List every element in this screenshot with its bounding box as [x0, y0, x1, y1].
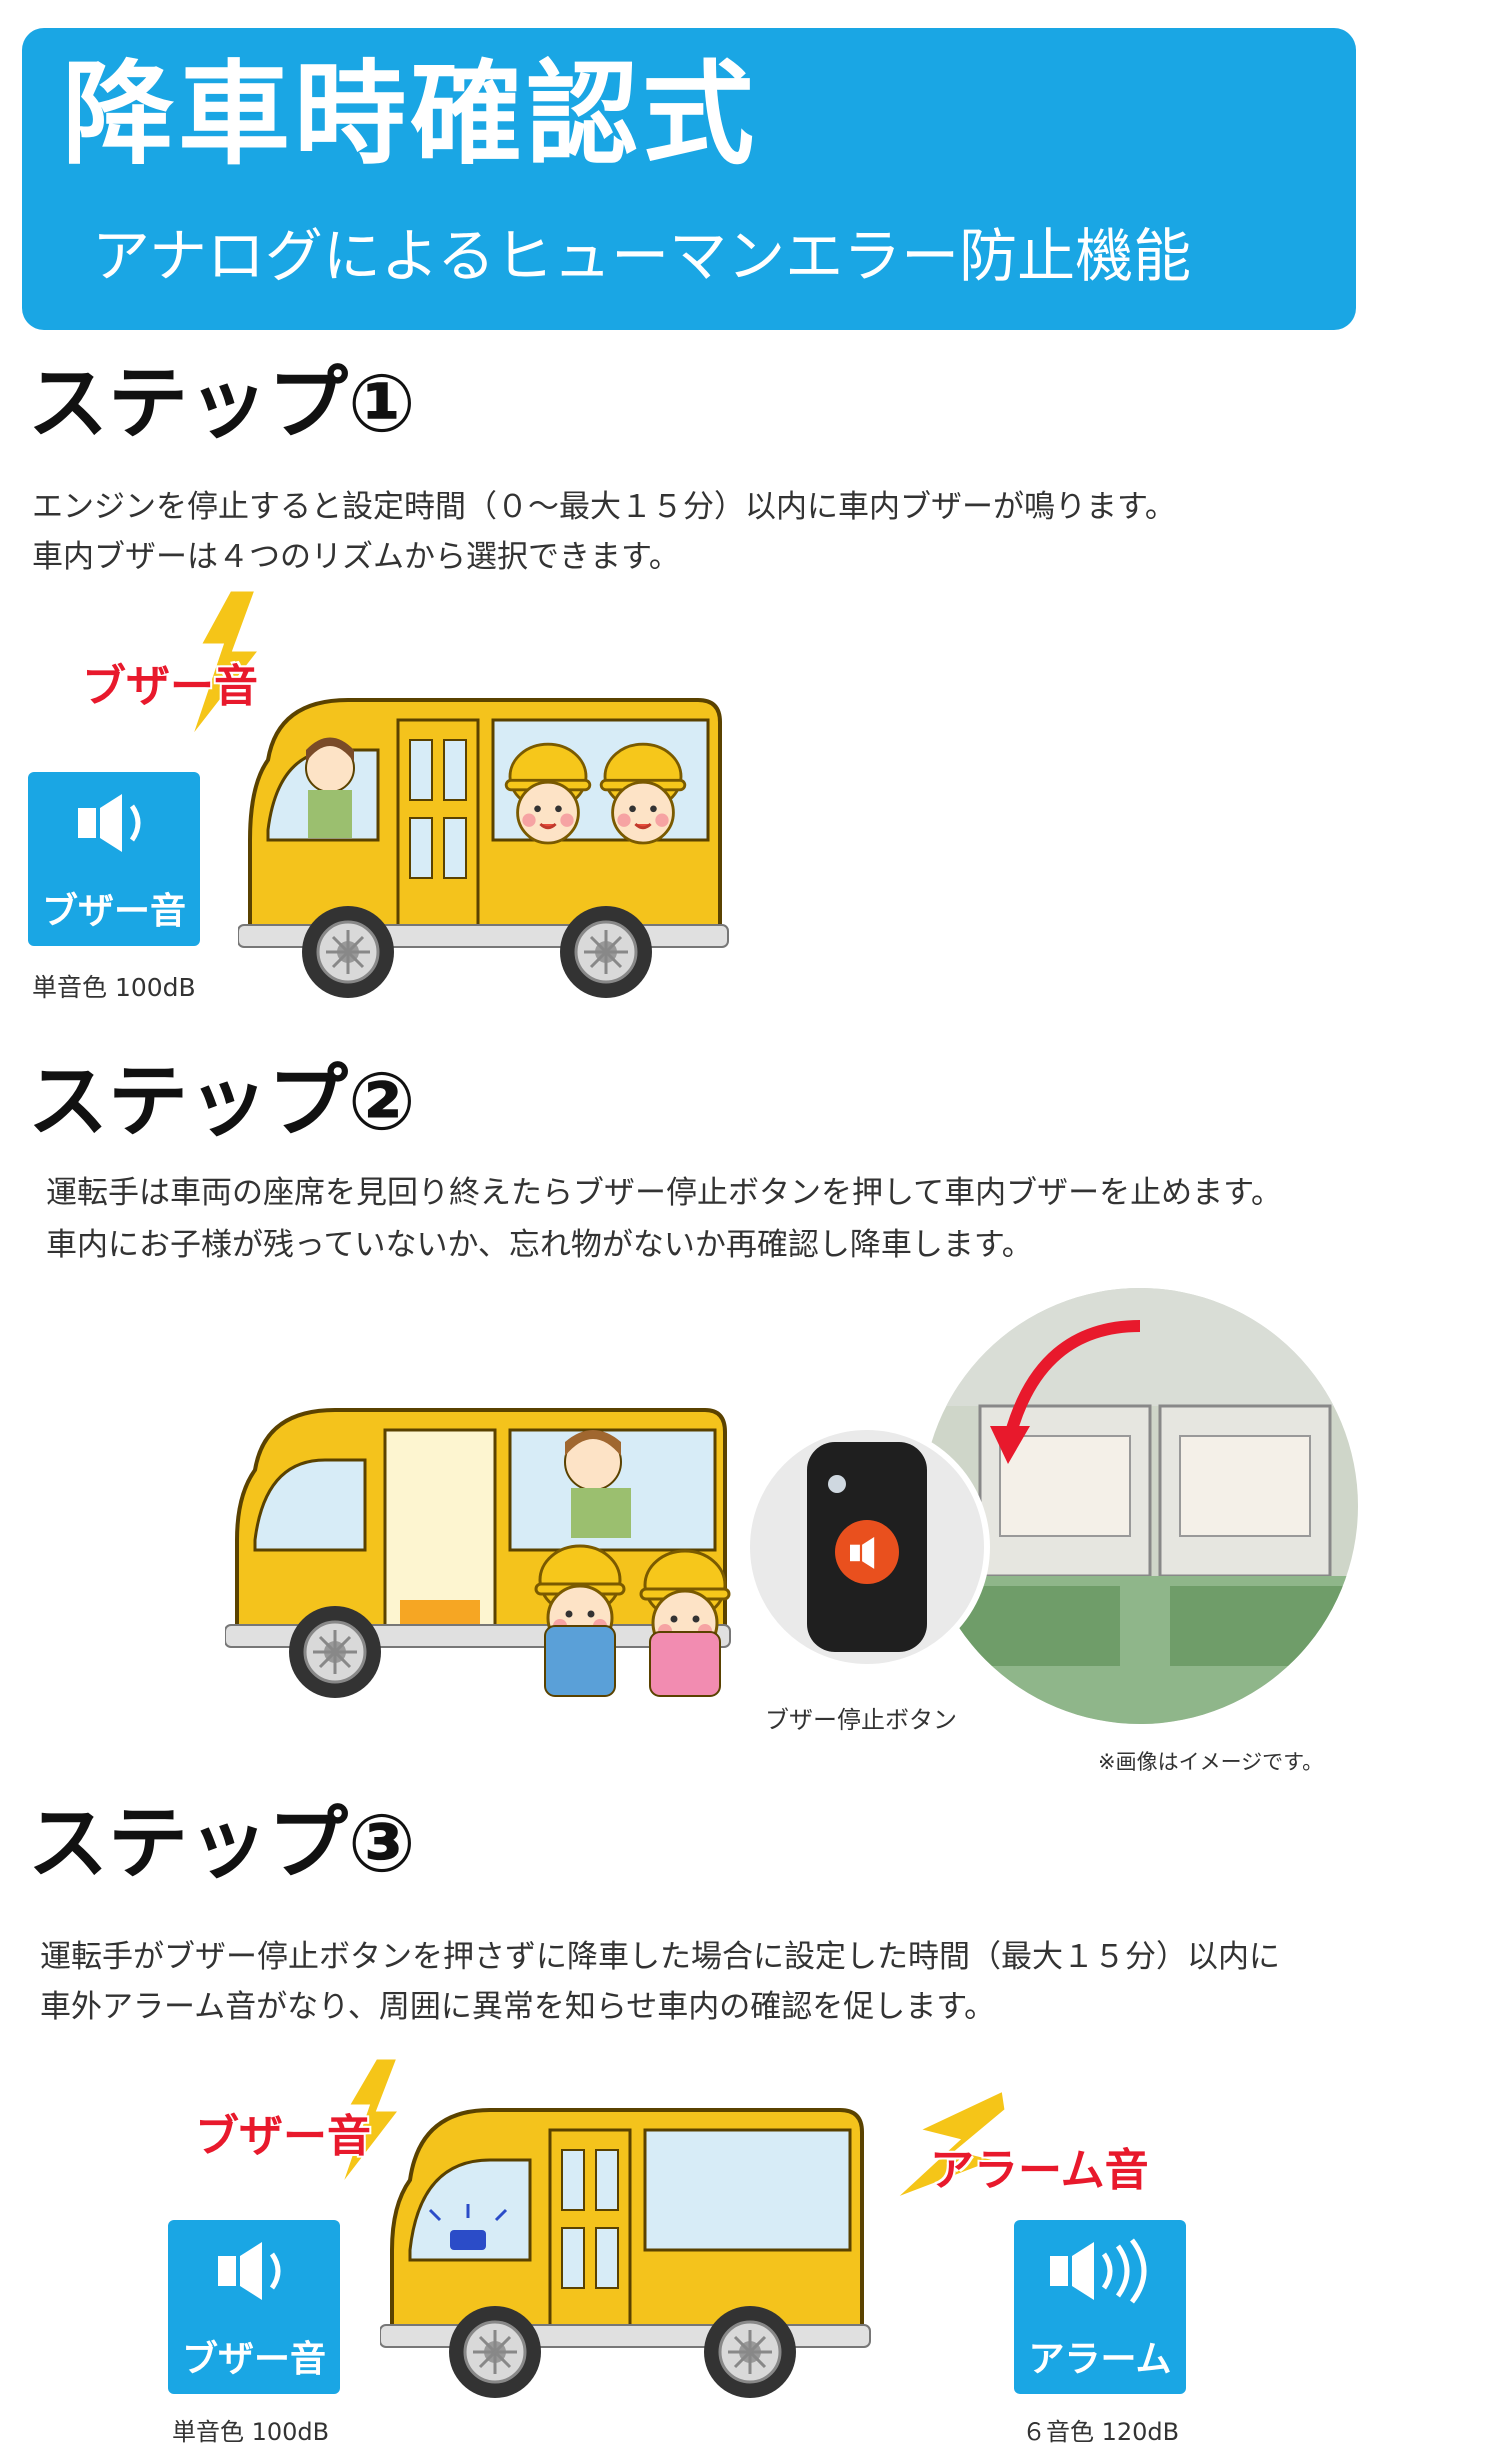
- lightning-icon: [338, 2058, 404, 2188]
- step3-buzzer-badge-label: ブザー音: [181, 2339, 326, 2380]
- step3-line-1: 運転手がブザー停止ボタンを押さずに降車した場合に設定した時間（最大１５分）以内に: [40, 1939, 1280, 1975]
- page-subtitle: アナログによるヒューマンエラー防止機能: [92, 222, 1192, 290]
- step3-alarm-badge: アラーム: [1014, 2220, 1186, 2394]
- buzzer-stop-button-caption: ブザー停止ボタン: [765, 1706, 957, 1734]
- bus-interior-photo: [922, 1288, 1358, 1724]
- step2-line-1: 運転手は車両の座席を見回り終えたらブザー停止ボタンを押して車内ブザーを止めます。: [46, 1175, 1282, 1211]
- step1-buzzer-badge: ブザー音: [28, 772, 200, 946]
- step1-heading: ステップ①: [28, 357, 416, 450]
- page-title: 降車時確認式: [62, 50, 758, 180]
- step3-alarm-sound-label: アラーム音: [930, 2145, 1149, 2196]
- step2-line-2: 車内にお子様が残っていないか、忘れ物がないか再確認し降車します。: [46, 1227, 1033, 1263]
- step3-buzzer-badge-caption: 単音色 100dB: [172, 2418, 330, 2446]
- step3-buzzer-sound-label: ブザー音: [195, 2111, 371, 2162]
- step2-heading: ステップ②: [28, 1055, 416, 1148]
- step3-line-2: 車外アラーム音がなり、周囲に異常を知らせ車内の確認を促します。: [40, 1989, 996, 2025]
- step3-bus-illustration: [380, 2108, 871, 2400]
- step3-alarm-badge-label: アラーム: [1028, 2339, 1172, 2380]
- step1-badge-caption: 単音色 100dB: [32, 973, 196, 1002]
- step1-badge-label: ブザー音: [41, 891, 186, 932]
- step1-bus-illustration: [238, 698, 729, 1000]
- image-note: ※画像はイメージです。: [1098, 1750, 1324, 1774]
- step1-buzzer-sound-label: ブザー音: [82, 661, 258, 712]
- step3-buzzer-badge: ブザー音: [168, 2220, 340, 2394]
- lightning-icon: [188, 590, 264, 740]
- speaker-loud-icon: [1050, 2238, 1147, 2304]
- header-banner: [22, 28, 1356, 330]
- speaker-icon: [218, 2242, 281, 2300]
- step1-line-2: 車内ブザーは４つのリズムから選択できます。: [32, 539, 680, 575]
- buzzer-stop-button-photo: [744, 1424, 990, 1670]
- step3-alarm-badge-caption: ６音色 120dB: [1022, 2418, 1180, 2446]
- step2-bus-illustration: [225, 1408, 731, 1700]
- step3-heading: ステップ③: [28, 1797, 416, 1890]
- lightning-icon: [891, 2090, 1008, 2202]
- speaker-icon: [78, 794, 141, 852]
- step1-line-1: エンジンを停止すると設定時間（０～最大１５分）以内に車内ブザーが鳴ります。: [32, 489, 1176, 525]
